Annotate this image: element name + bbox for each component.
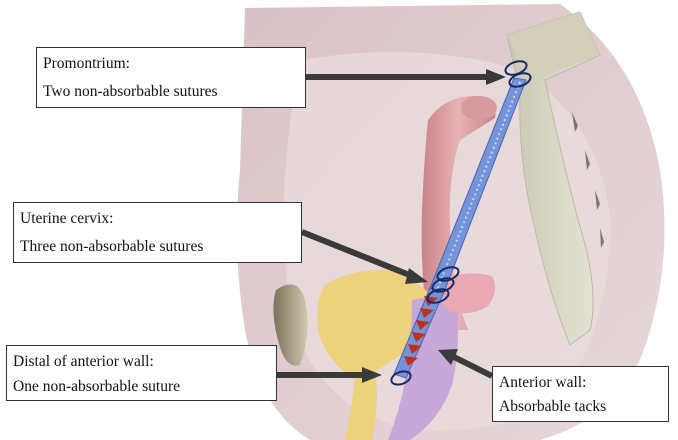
callout-title: Uterine cervix: [20,205,295,233]
callout-detail: Absorbable tacks [499,395,662,419]
callout-uterine-cervix: Uterine cervix: Three non-absorbable sut… [13,202,302,263]
rectum-lumen [461,96,497,120]
callout-title: Promontrium: [43,50,299,78]
callout-detail: Three non-absorbable sutures [20,233,295,261]
callout-anterior-wall: Anterior wall: Absorbable tacks [492,366,669,422]
callout-detail: One non-absorbable suture [13,374,270,399]
callout-title: Distal of anterior wall: [13,349,270,374]
callout-title: Anterior wall: [499,371,662,395]
callout-distal-anterior-wall: Distal of anterior wall: One non-absorba… [6,345,277,401]
callout-detail: Two non-absorbable sutures [43,78,299,106]
callout-promontorium: Promontrium: Two non-absorbable sutures [36,47,306,108]
